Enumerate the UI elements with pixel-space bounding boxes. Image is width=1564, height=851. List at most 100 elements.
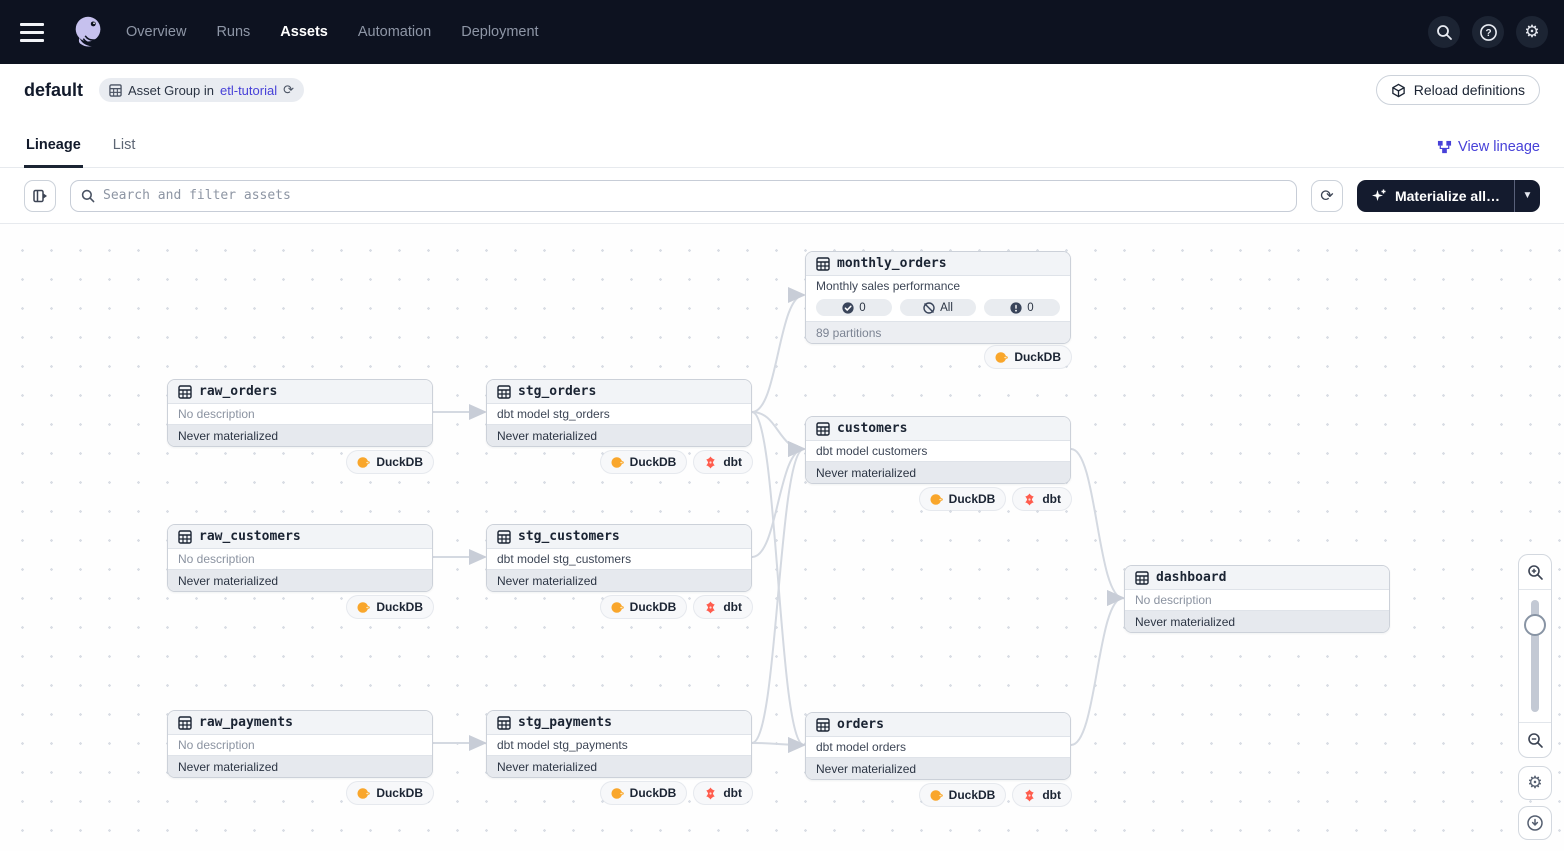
kind-badge-label: DuckDB xyxy=(376,600,423,614)
nav-link-assets[interactable]: Assets xyxy=(280,24,328,40)
materialize-all-label: Materialize all… xyxy=(1394,187,1500,204)
kind-badge-label: DuckDB xyxy=(1014,350,1061,364)
duckdb-icon xyxy=(611,456,624,468)
table-icon xyxy=(178,529,192,544)
asset-kind-badges: DuckDB dbt xyxy=(486,782,752,804)
asset-description: dbt model stg_orders xyxy=(487,404,751,424)
asset-group-label: Asset Group in xyxy=(128,82,215,98)
dbt-icon xyxy=(706,601,716,613)
kind-badge-duckdb[interactable]: DuckDB xyxy=(919,488,1006,510)
nav-link-runs[interactable]: Runs xyxy=(216,24,251,40)
slash-circle-icon xyxy=(923,301,935,314)
kind-badge-duckdb[interactable]: DuckDB xyxy=(985,346,1071,368)
kind-badge-duckdb[interactable]: DuckDB xyxy=(347,451,433,473)
asset-description: No description xyxy=(168,735,432,755)
dbt-icon xyxy=(1025,493,1035,505)
tab-list[interactable]: List xyxy=(112,137,136,153)
zoom-slider-handle[interactable] xyxy=(1524,614,1546,636)
kind-badge-dbt[interactable]: dbt xyxy=(694,596,752,618)
kind-badge-duckdb[interactable]: DuckDB xyxy=(600,782,687,804)
kind-badge-duckdb[interactable]: DuckDB xyxy=(347,596,433,618)
kind-badge-dbt[interactable]: dbt xyxy=(1013,488,1071,510)
tab-lineage[interactable]: Lineage xyxy=(24,137,83,168)
exclaim-circle-icon xyxy=(1010,301,1022,314)
duckdb-icon xyxy=(930,789,943,801)
search-input[interactable] xyxy=(103,188,1286,203)
materialize-dropdown-caret[interactable]: ▼ xyxy=(1514,179,1540,212)
asset-name: stg_orders xyxy=(518,384,597,399)
reload-definitions-button[interactable]: Reload definitions xyxy=(1375,75,1540,105)
package-icon xyxy=(1391,83,1405,97)
view-lineage-link[interactable]: View lineage xyxy=(1437,139,1540,167)
asset-name: stg_customers xyxy=(518,529,620,544)
asset-description: dbt model customers xyxy=(806,441,1070,461)
search-icon[interactable] xyxy=(1428,16,1460,48)
collapse-panel-icon[interactable] xyxy=(24,179,56,212)
sparkle-icon xyxy=(1371,189,1386,201)
kind-badge-duckdb[interactable]: DuckDB xyxy=(919,784,1006,806)
asset-name: customers xyxy=(837,421,908,436)
asset-description: No description xyxy=(1125,590,1389,610)
asset-status-footer: 89 partitions xyxy=(806,321,1070,343)
edge-orders-to-dashboard xyxy=(1070,590,1125,746)
graph-settings-gear-icon[interactable]: ⚙ xyxy=(1518,766,1552,800)
asset-description: dbt model stg_payments xyxy=(487,735,751,755)
tabs-row: Lineage List View lineage xyxy=(0,116,1564,168)
kind-badge-duckdb[interactable]: DuckDB xyxy=(347,782,433,804)
settings-gear-icon[interactable]: ⚙ xyxy=(1516,16,1548,48)
nav-link-deployment[interactable]: Deployment xyxy=(461,24,539,40)
kind-badge-dbt[interactable]: dbt xyxy=(694,782,752,804)
asset-status-footer: Never materialized xyxy=(1125,610,1389,632)
zoom-out-icon[interactable] xyxy=(1519,723,1551,757)
materialize-all-main[interactable]: Materialize all… xyxy=(1357,180,1514,212)
recenter-icon[interactable] xyxy=(1518,806,1552,840)
duckdb-icon xyxy=(611,601,624,613)
table-icon xyxy=(178,715,192,730)
asset-node-header: stg_orders xyxy=(487,380,751,404)
zoom-slider[interactable] xyxy=(1519,589,1551,723)
zoom-in-icon[interactable] xyxy=(1519,555,1551,589)
nav-link-overview[interactable]: Overview xyxy=(126,24,187,40)
asset-kind-badges: DuckDB dbt xyxy=(486,451,752,473)
help-icon[interactable]: ? xyxy=(1472,16,1504,48)
kind-badge-label: dbt xyxy=(1042,492,1061,506)
asset-name: dashboard xyxy=(1156,570,1227,585)
dbt-icon xyxy=(706,456,716,468)
kind-badge-duckdb[interactable]: DuckDB xyxy=(600,451,687,473)
top-navbar: Overview Runs Assets Automation Deployment ?… xyxy=(0,0,1564,64)
asset-node-header: monthly_orders xyxy=(806,252,1070,276)
kind-badge-duckdb[interactable]: DuckDB xyxy=(600,596,687,618)
lineage-icon xyxy=(1437,140,1452,153)
table-icon xyxy=(497,715,511,730)
code-location-link[interactable]: etl-tutorial xyxy=(220,82,278,98)
kind-badge-label: DuckDB xyxy=(376,455,423,469)
refresh-icon[interactable]: ⟳ xyxy=(1310,179,1343,212)
asset-status-footer: Never materialized xyxy=(168,424,432,446)
reload-location-icon[interactable]: ⟳ xyxy=(283,82,294,97)
kind-badge-dbt[interactable]: dbt xyxy=(694,451,752,473)
nav-link-automation[interactable]: Automation xyxy=(357,24,432,40)
asset-node-header: stg_payments xyxy=(487,711,751,735)
table-icon xyxy=(1135,570,1149,585)
asset-status-footer: Never materialized xyxy=(487,755,751,777)
hamburger-menu-icon[interactable] xyxy=(20,12,60,52)
asset-kind-badges: DuckDB dbt xyxy=(486,596,752,618)
kind-badge-label: DuckDB xyxy=(948,788,996,802)
table-icon xyxy=(816,256,830,271)
svg-text:?: ? xyxy=(1485,28,1491,39)
asset-kind-badges: DuckDB xyxy=(805,346,1071,368)
asset-node-header: raw_orders xyxy=(168,380,432,404)
kind-badge-dbt[interactable]: dbt xyxy=(1013,784,1071,806)
